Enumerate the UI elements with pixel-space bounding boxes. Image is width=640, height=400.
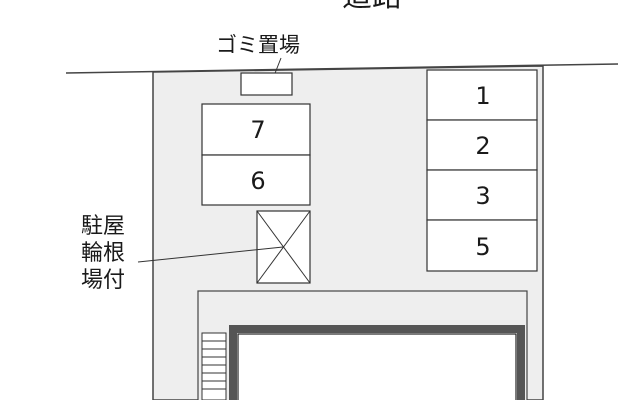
road-edge-line [65, 63, 619, 74]
bike-shelter-label: 駐屋 輪根 場付 [81, 214, 125, 293]
parking-space-1 [426, 69, 538, 121]
bike-label-line-3: 場付 [81, 268, 125, 293]
bike-shelter-leader-line [137, 246, 284, 263]
parking-space-5 [426, 219, 538, 272]
parking-block-right: 1 2 3 5 [426, 69, 538, 272]
garbage-area [240, 72, 293, 96]
stairs [201, 332, 227, 400]
parking-label-2: 2 [475, 132, 490, 160]
bike-shelter [256, 210, 311, 284]
parking-label-5: 5 [475, 233, 490, 261]
bike-label-line-2: 輪根 [81, 241, 125, 266]
parking-label-1: 1 [475, 82, 490, 110]
parking-label-7: 7 [250, 116, 265, 144]
road-label: 道路 [342, 0, 402, 14]
garbage-label: ゴミ置場 [216, 33, 300, 57]
parking-space-3 [426, 169, 538, 221]
building [229, 325, 525, 400]
bike-shelter-cross-2 [256, 210, 311, 284]
stairs-box [201, 332, 227, 400]
parking-label-6: 6 [250, 167, 265, 195]
parking-label-3: 3 [475, 182, 490, 210]
parking-space-7 [201, 103, 311, 156]
bike-label-line-1: 駐屋 [81, 214, 125, 239]
parking-space-6 [201, 154, 311, 206]
building-inner-line [237, 333, 517, 400]
parking-block-left: 7 6 [201, 103, 311, 206]
